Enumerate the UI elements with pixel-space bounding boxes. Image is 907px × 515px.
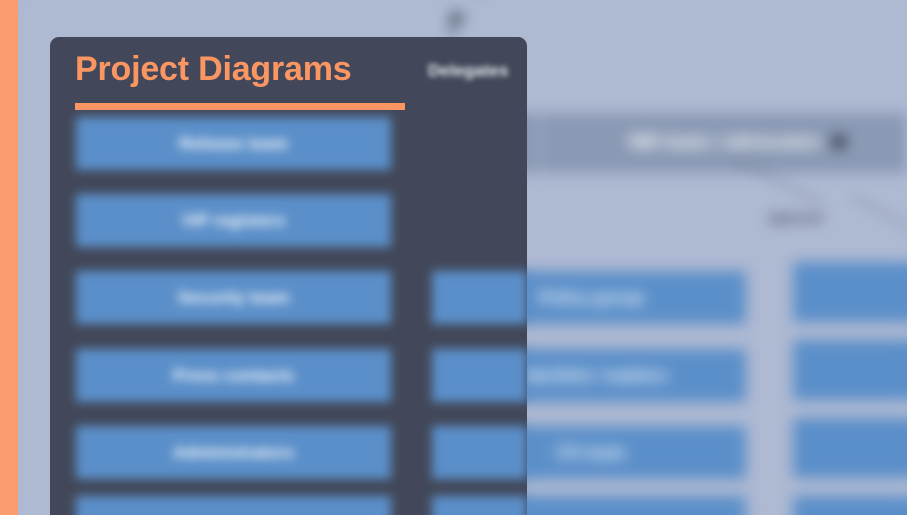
diagram-node-nm-team-label: NM team / advocates [628, 132, 821, 153]
panel-node-left-3[interactable]: Security team [76, 271, 391, 324]
diagram-node-right-3[interactable] [793, 418, 907, 478]
panel-node-left-2[interactable]: VIP registers [76, 194, 391, 247]
page-title: Project Diagrams [75, 50, 352, 88]
panel-node-left-4[interactable]: Press contacts [76, 349, 391, 402]
title-underline [75, 103, 405, 110]
panel-node-middle-4[interactable] [432, 496, 527, 515]
diagram-node-middle-3-label: CS team [556, 442, 626, 462]
panel-node-left-3-label: Security team [177, 287, 290, 307]
left-accent-rail [0, 0, 18, 515]
panel-node-middle-1[interactable] [432, 271, 527, 324]
diagram-node-right-4[interactable] [793, 496, 907, 515]
diagram-node-nm-team[interactable]: NM team / advocates [542, 113, 907, 173]
panel-node-left-4-label: Press contacts [173, 365, 294, 385]
project-diagrams-panel: Project Diagrams Delegates Release team … [50, 37, 527, 515]
connector-line-3 [852, 196, 907, 231]
panel-node-left-1-label: Release team [179, 133, 288, 153]
panel-node-left-2-label: VIP registers [181, 210, 286, 230]
delegates-label: Delegates [428, 61, 509, 80]
status-dot-icon [832, 135, 846, 149]
diagram-node-middle-1-label: Policy group [538, 287, 644, 307]
panel-node-middle-2[interactable] [432, 349, 527, 402]
panel-node-left-5-label: Administrators [173, 442, 294, 462]
panel-node-left-6[interactable] [76, 496, 391, 515]
panel-node-middle-3[interactable] [432, 426, 527, 479]
panel-node-left-5[interactable]: Administrators [76, 426, 391, 479]
connector-annotation-approval: approval [768, 210, 823, 225]
diagram-node-right-2[interactable] [793, 340, 907, 400]
diagram-node-right-1[interactable] [793, 262, 907, 322]
panel-node-left-1[interactable]: Release team [76, 117, 391, 170]
diagram-node-middle-2-label: Watchlist / matters [513, 365, 669, 385]
